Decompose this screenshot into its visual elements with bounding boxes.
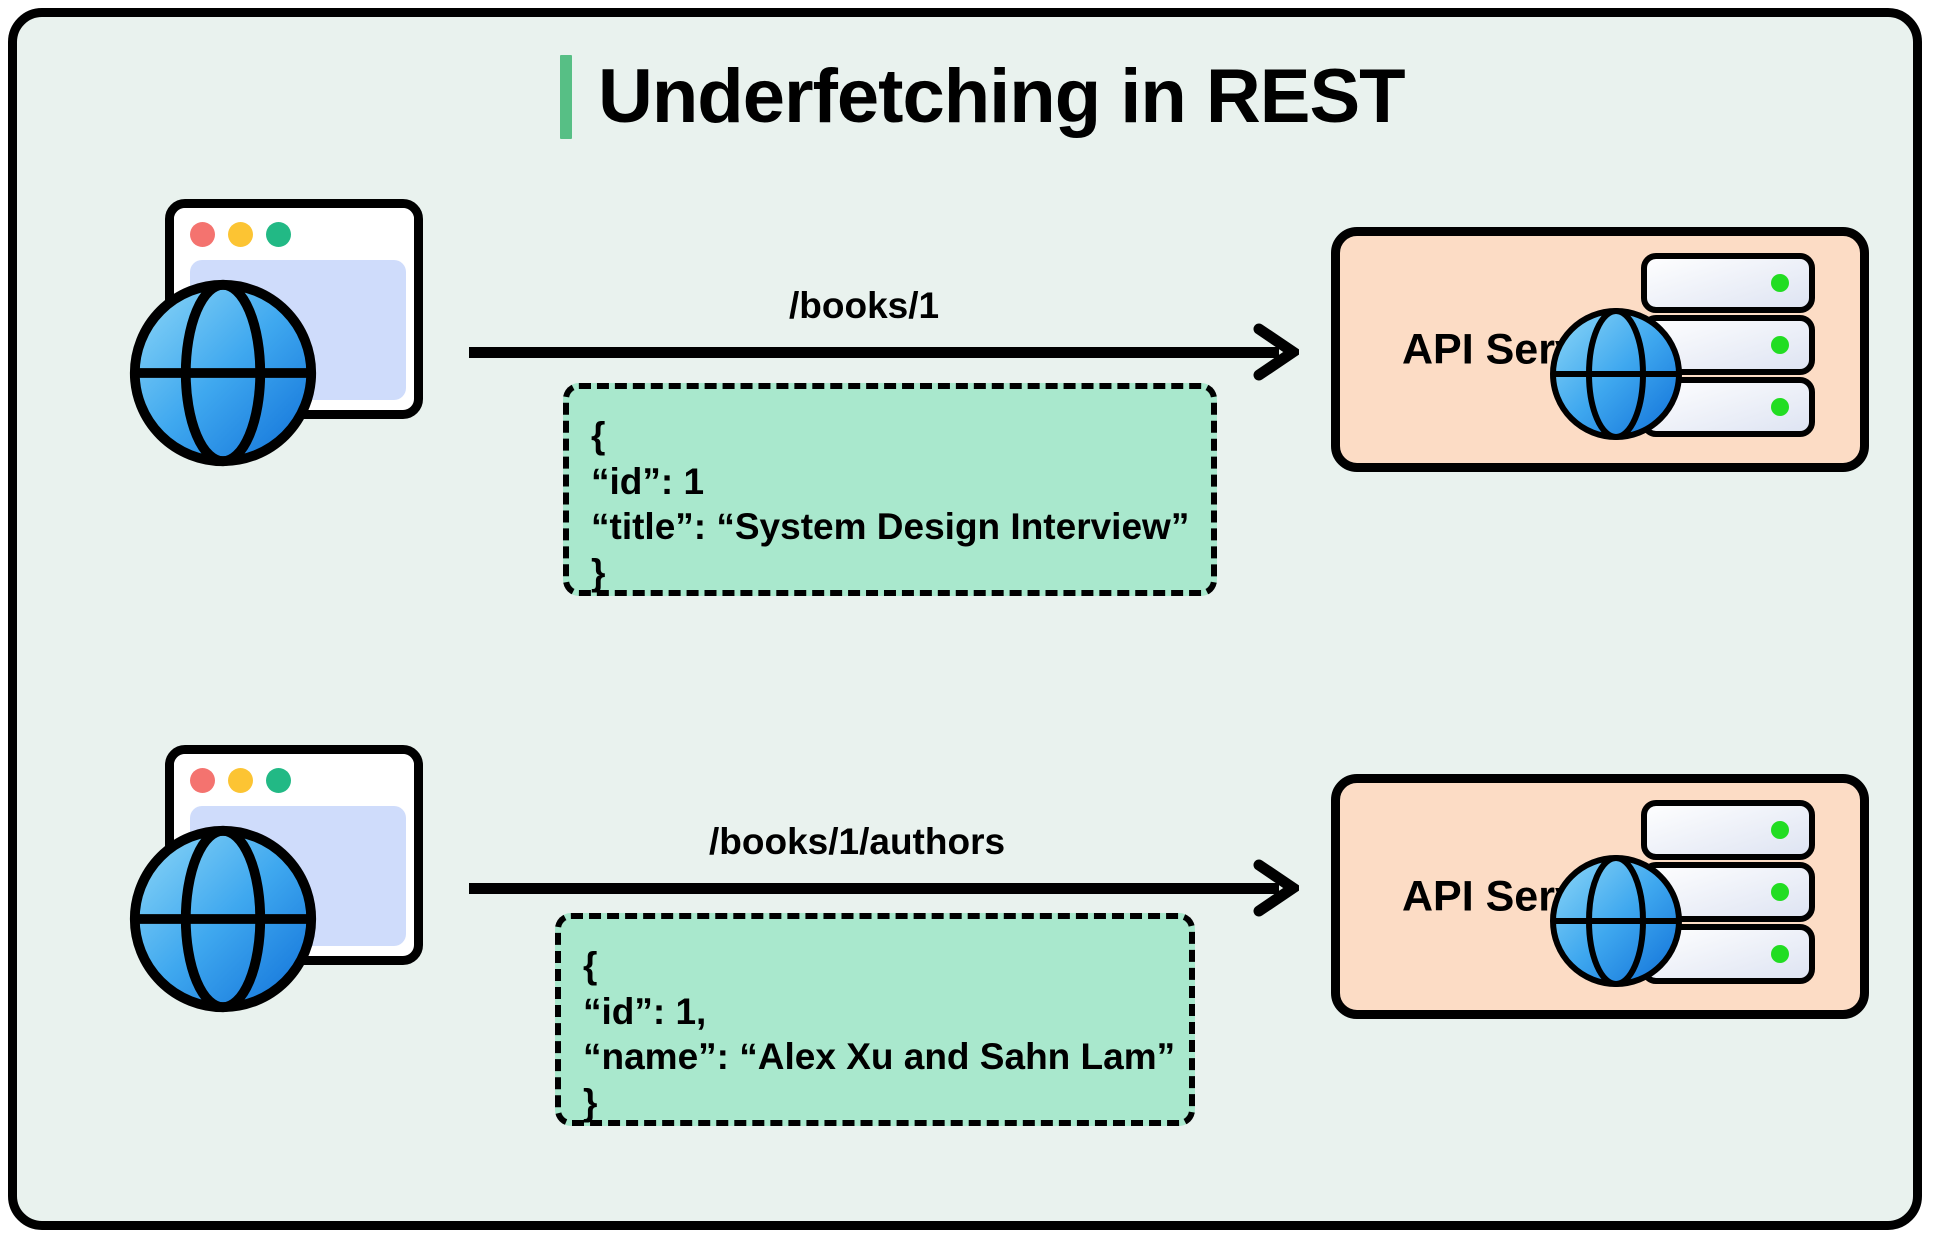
diagram-frame: Underfetching in REST <box>8 8 1922 1230</box>
window-maximize-dot-icon <box>266 221 291 247</box>
json-line: } <box>583 1081 598 1123</box>
arrow-line <box>469 347 1279 358</box>
window-minimize-dot-icon <box>228 767 253 793</box>
api-server-box-1[interactable]: API Server <box>1331 227 1869 472</box>
server-rack-icon-2 <box>1548 799 1818 995</box>
arrow-head-icon <box>1253 859 1303 917</box>
json-line: “title”: “System Design Interview” <box>591 506 1190 547</box>
json-line: “name”: “Alex Xu and Sahn Lam” <box>583 1036 1176 1077</box>
client-icon-1[interactable] <box>125 199 425 479</box>
flow-row-2: /books/1/authors { “id”: 1, “name”: “Ale… <box>17 17 1913 1221</box>
request-arrow-2: /books/1/authors <box>469 821 1303 943</box>
window-minimize-dot-icon <box>228 221 253 247</box>
api-server-box-2[interactable]: API Server <box>1331 774 1869 1019</box>
server-rack-icon-1 <box>1548 252 1818 448</box>
globe-icon-2 <box>125 821 321 1017</box>
browser-titlebar-1 <box>174 208 414 260</box>
window-close-dot-icon <box>190 221 215 247</box>
json-response-box-2: { “id”: 1, “name”: “Alex Xu and Sahn Lam… <box>555 913 1195 1126</box>
title-block: Underfetching in REST <box>560 47 1406 147</box>
json-response-box-1: { “id”: 1 “title”: “System Design Interv… <box>563 383 1217 596</box>
window-close-dot-icon <box>190 767 215 793</box>
request-path-label-1: /books/1 <box>789 285 940 326</box>
json-line: “id”: 1 <box>591 460 705 502</box>
json-line: “id”: 1, <box>583 990 707 1032</box>
window-maximize-dot-icon <box>266 767 291 793</box>
page-title: Underfetching in REST <box>598 54 1406 139</box>
globe-icon-1 <box>125 275 321 471</box>
request-path-label-2: /books/1/authors <box>709 821 1006 862</box>
json-line: { <box>583 945 598 986</box>
browser-titlebar-2 <box>174 754 414 806</box>
title-accent-bar <box>560 55 572 139</box>
client-icon-2[interactable] <box>125 745 425 1025</box>
arrow-head-icon <box>1253 323 1303 381</box>
json-line: { <box>591 415 606 456</box>
request-arrow-1: /books/1 <box>469 285 1303 407</box>
json-line: } <box>591 551 606 593</box>
flow-row-1: /books/1 { “id”: 1 “title”: “System Desi… <box>17 17 1913 1221</box>
arrow-line <box>469 883 1279 894</box>
